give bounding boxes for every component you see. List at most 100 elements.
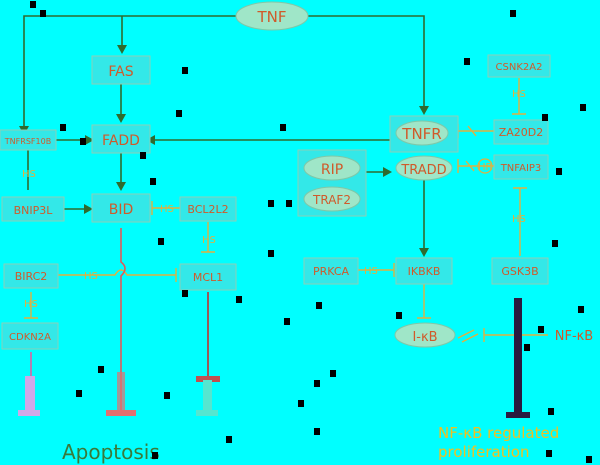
hr-label: HR [478,162,493,173]
proliferation-label-line1: NF-κB regulated [438,424,559,442]
marker-square [158,238,164,245]
marker-square [30,1,36,8]
node-bcl2l2-label: BCL2L2 [187,203,228,216]
node-birc2-label: BIRC2 [15,270,48,283]
edge-birc2-cdkn2a [24,292,38,319]
edge-labels: HS HS HS HS HS HS HS HS HR [22,89,526,310]
marker-square [314,428,320,435]
node-tradd-label: TRADD [400,163,446,178]
node-csnk2a2[interactable] [487,54,551,78]
marker-square [330,370,336,377]
marker-square [524,344,530,351]
node-mcl1-label: MCL1 [193,271,223,284]
marker-square [140,152,146,159]
marker-square [580,104,586,111]
marker-square [76,390,82,397]
marker-square [150,178,156,185]
edge-za20d2-tnfr [457,124,494,138]
marker-square [284,318,290,325]
node-fas[interactable] [91,55,151,85]
node-fadd-label: FADD [102,133,140,149]
nfkb-output-base [506,412,530,418]
node-bnip3l-label: BNIP3L [14,204,54,217]
edge-birc2-mcl1 [58,268,177,282]
marker-square [396,312,402,319]
hr-marker-circle [477,158,493,174]
hs-label: HS [22,169,36,180]
node-fadd[interactable] [91,124,151,154]
marker-square [510,10,516,17]
marker-square [176,110,182,117]
node-prkca[interactable] [303,257,359,285]
node-tnfaip3-label: TNFAIP3 [500,163,542,174]
hs-label: HS [512,214,526,225]
marker-square [236,296,242,303]
edge-tnf-bus [23,15,238,131]
node-csnk2a2-label: CSNK2A2 [496,62,543,73]
node-bid[interactable] [91,193,151,223]
node-ikbkb[interactable] [395,257,453,285]
edge-arrowhead [84,204,93,214]
edge-arrowhead [383,167,392,177]
bid-output-line [120,228,126,410]
node-ikb-label: I-κB [412,330,437,345]
marker-square [586,456,592,463]
node-birc2[interactable] [3,263,59,289]
node-tnfaip3[interactable] [493,154,549,180]
node-tnf[interactable] [235,1,309,31]
node-rip-label: RIP [321,162,343,178]
marker-square [40,10,46,17]
edge-bcl2l2-bid [151,201,180,215]
node-nfkb-label[interactable]: NF-κB [555,329,593,344]
node-rip[interactable] [303,155,361,181]
marker-square [98,366,104,373]
hs-label: HS [84,271,98,282]
node-mcl1[interactable] [179,263,237,291]
hs-label: HS [160,204,174,215]
node-tnfrsf10b[interactable] [0,129,57,151]
edge-arrowhead [116,182,126,191]
nfkb-output-bar [514,298,522,416]
node-gsk3b-label: GSK3B [501,265,538,278]
hs-label: HS [512,89,526,100]
marker-square [464,58,470,65]
node-za20d2-label: ZA20D2 [499,126,544,139]
node-cdkn2a[interactable] [1,322,59,350]
node-gsk3b[interactable] [491,257,549,285]
marker-square [182,67,188,74]
bid-output-stem [117,372,125,412]
marker-square [552,240,558,247]
edge-gsk3b-tnfaip3 [513,187,527,256]
node-za20d2[interactable] [493,119,549,145]
mcl1-output-base [196,410,218,416]
nodes: TNF FAS FADD TNFRSF10B BNIP3L BID BCL2L2… [0,1,593,350]
node-tnfrsf10b-label: TNFRSF10B [4,137,51,146]
output-bars [18,228,530,418]
edge-tnfaip3-tradd [457,159,494,173]
edge-arrowhead [419,248,429,257]
marker-square [60,124,66,131]
node-ikbkb-label: IKBKB [408,265,441,278]
node-bcl2l2[interactable] [179,196,237,222]
marker-square [546,450,552,457]
node-bnip3l[interactable] [1,196,65,222]
marker-square [578,306,584,313]
hs-label: HS [364,266,378,277]
edge-tnf-right [308,15,425,111]
node-traf2[interactable] [303,186,361,212]
node-bid-label: BID [109,202,134,218]
node-tnfr[interactable] [395,120,449,146]
marker-square [556,168,562,175]
edge-ikb-nfkb [457,328,548,343]
proliferation-label-line2: proliferation [438,443,529,461]
node-tradd[interactable] [395,155,453,181]
marker-square [316,302,322,309]
node-cdkn2a-label: CDKN2A [9,332,51,343]
apoptosis-label: Apoptosis [62,440,160,464]
node-ikb[interactable] [394,322,456,348]
marker-square [314,380,320,387]
marker-square [164,392,170,399]
bid-output-base [106,410,136,416]
edge-arrowhead [116,114,126,123]
